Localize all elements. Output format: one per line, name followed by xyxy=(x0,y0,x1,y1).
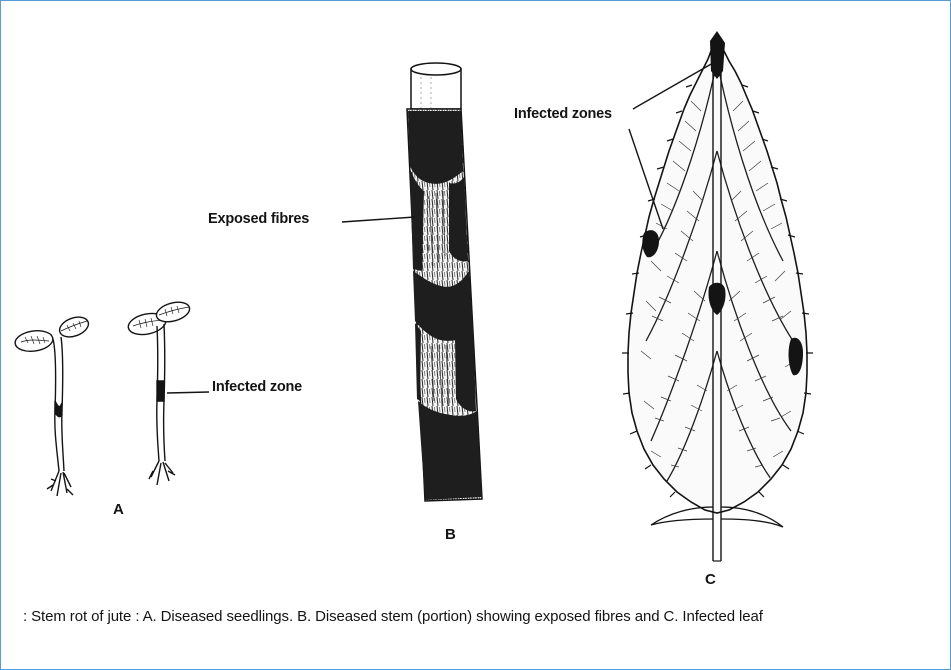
exposed-fibres-leader xyxy=(342,217,415,222)
infected-zones-leader-spot xyxy=(629,129,663,229)
infected-zone-leader xyxy=(167,392,209,393)
label-infected-zone: Infected zone xyxy=(212,379,302,395)
figure-caption: : Stem rot of jute : A. Diseased seedlin… xyxy=(23,605,938,628)
diseased-stem xyxy=(407,63,482,501)
label-b: B xyxy=(445,526,456,543)
jute-stem-rot-illustration xyxy=(1,1,951,601)
label-infected-zones: Infected zones xyxy=(514,106,612,122)
seedling-left xyxy=(14,313,91,496)
infected-leaf xyxy=(622,31,813,561)
label-c: C xyxy=(705,571,716,588)
label-exposed-fibres: Exposed fibres xyxy=(208,211,309,227)
label-a: A xyxy=(113,501,124,518)
